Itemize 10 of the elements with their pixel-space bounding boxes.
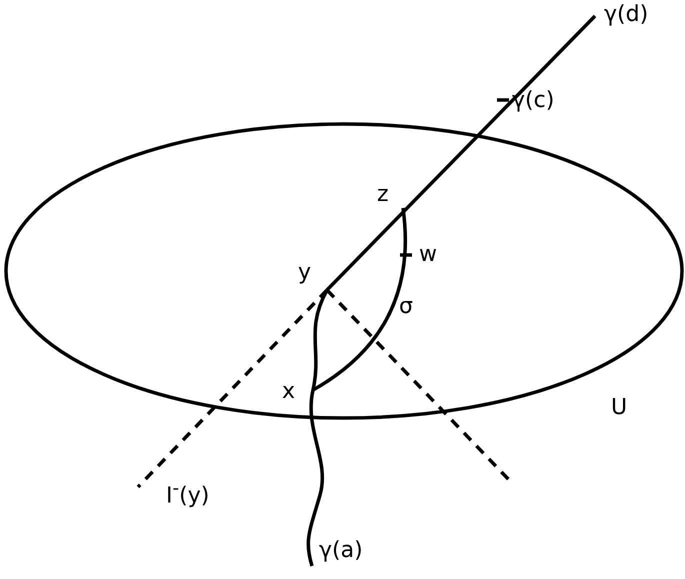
curve-point-label: γ(c) <box>512 90 554 112</box>
point-label: x <box>282 381 296 403</box>
curve-label: σ <box>399 296 413 318</box>
region-label: U <box>611 397 628 419</box>
point-label: y <box>298 262 312 284</box>
cone-label: I$^{-}$(y) <box>166 480 210 508</box>
curve-point-label: γ(d) <box>604 4 648 26</box>
point-label: z <box>377 184 389 206</box>
point-label: w <box>419 244 437 266</box>
curve-point-label: γ(a) <box>319 540 363 562</box>
